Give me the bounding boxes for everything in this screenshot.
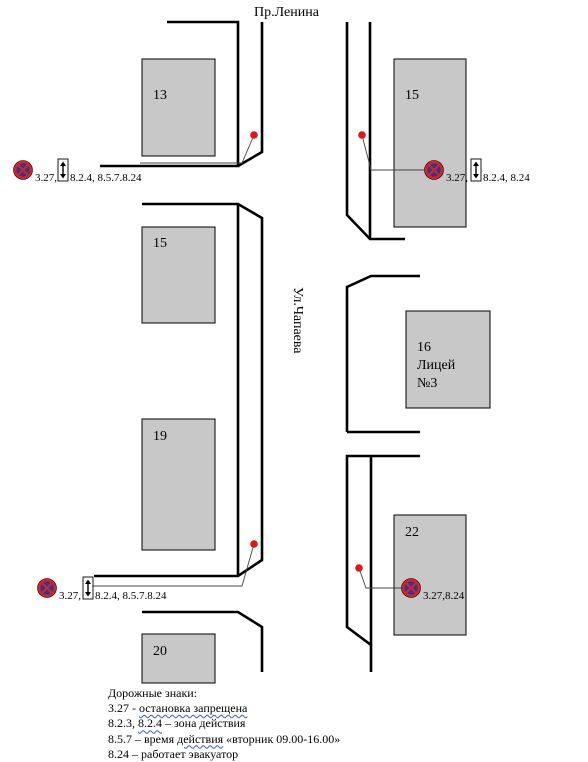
building-16-label-lyceum: Лицей xyxy=(417,358,456,373)
leader-line-2 xyxy=(361,134,424,171)
legend-row-8-24: 8.24 – работает эвакуатор xyxy=(108,747,340,762)
building-19-label: 19 xyxy=(153,429,167,444)
legend-description: работает эвакуатор xyxy=(141,746,239,761)
leader-line-1 xyxy=(140,134,255,164)
marker-dot-4 xyxy=(355,564,363,572)
legend-row-8-2: 8.2.3, 8.2.4 – зона действия xyxy=(108,716,340,731)
building-22 xyxy=(393,514,467,636)
sign-3-code-a: 3.27, xyxy=(59,590,81,602)
no-stopping-sign-icon xyxy=(423,159,445,181)
legend-title: Дорожные знаки: xyxy=(108,686,198,700)
legend-row-3-27: 3.27 - остановка запрещена xyxy=(108,701,340,716)
street-name-chapaeva: Ул.Чапаева xyxy=(290,287,305,354)
legend-description: «вторник 09.00-16.00» xyxy=(223,731,341,746)
building-16-lyceum xyxy=(405,310,491,409)
curb-left-top xyxy=(100,20,240,168)
curb-left-bottom xyxy=(142,610,264,672)
zone-arrow-plate-icon xyxy=(57,158,69,182)
sign-1-code-b: 8.2.4, 8.5.7.8.24 xyxy=(70,172,142,184)
building-19 xyxy=(141,418,216,551)
legend-word-deistviya: действия xyxy=(177,731,224,746)
curb-left-middle xyxy=(94,202,264,578)
no-stopping-sign-icon xyxy=(400,577,422,599)
marker-dot-3 xyxy=(250,540,258,548)
sign-3-code-b: 8.2.4, 8.5.7.8.24 xyxy=(95,590,167,602)
building-16-label: 16 xyxy=(417,340,431,355)
street-name-lenina: Пр.Ленина xyxy=(254,5,320,20)
leader-line-4 xyxy=(358,567,402,589)
marker-dot-1 xyxy=(250,131,258,139)
building-15-left-label: 15 xyxy=(153,236,167,251)
building-16-label-number: №3 xyxy=(417,376,437,391)
curb-right-middle xyxy=(345,274,420,432)
zone-arrow-plate-icon xyxy=(82,576,94,600)
leader-line-3 xyxy=(88,543,255,587)
no-stopping-sign-icon xyxy=(12,159,34,181)
no-stopping-sign-icon xyxy=(36,577,58,599)
building-15-right xyxy=(393,58,467,228)
building-20 xyxy=(141,633,216,684)
building-13 xyxy=(141,58,216,157)
legend-code: 8.2.3, xyxy=(108,716,138,731)
legend-code-8-2-4: 8.2.4 xyxy=(138,716,162,731)
legend-description: остановка запрещена xyxy=(139,701,248,716)
building-13-label: 13 xyxy=(153,88,167,103)
legend-code: 8.5.7 – время xyxy=(108,731,178,746)
sign-2-code-a: 3.27, xyxy=(446,172,468,184)
building-15-left xyxy=(141,226,216,324)
building-22-label: 22 xyxy=(405,525,419,540)
sign-4-code-a: 3.27,8.24 xyxy=(423,590,465,602)
sign-1-code-a: 3.27, xyxy=(35,172,57,184)
curb-left-top-inner xyxy=(237,22,264,168)
legend-row-8-5-7: 8.5.7 – время действия «вторник 09.00-16… xyxy=(108,732,340,747)
legend-description: – зона действия xyxy=(162,716,246,731)
legend: Дорожные знаки: 3.27 - остановка запреще… xyxy=(108,686,340,762)
curb-right-top xyxy=(345,22,405,241)
legend-code: 3.27 - xyxy=(108,701,139,716)
legend-code: 8.24 – xyxy=(108,746,141,761)
zone-arrow-plate-icon xyxy=(470,158,482,182)
marker-dot-2 xyxy=(358,131,366,139)
sign-2-code-b: 8.2.4, 8.24 xyxy=(483,172,530,184)
building-15-right-label: 15 xyxy=(405,88,419,103)
building-20-label: 20 xyxy=(153,644,167,659)
